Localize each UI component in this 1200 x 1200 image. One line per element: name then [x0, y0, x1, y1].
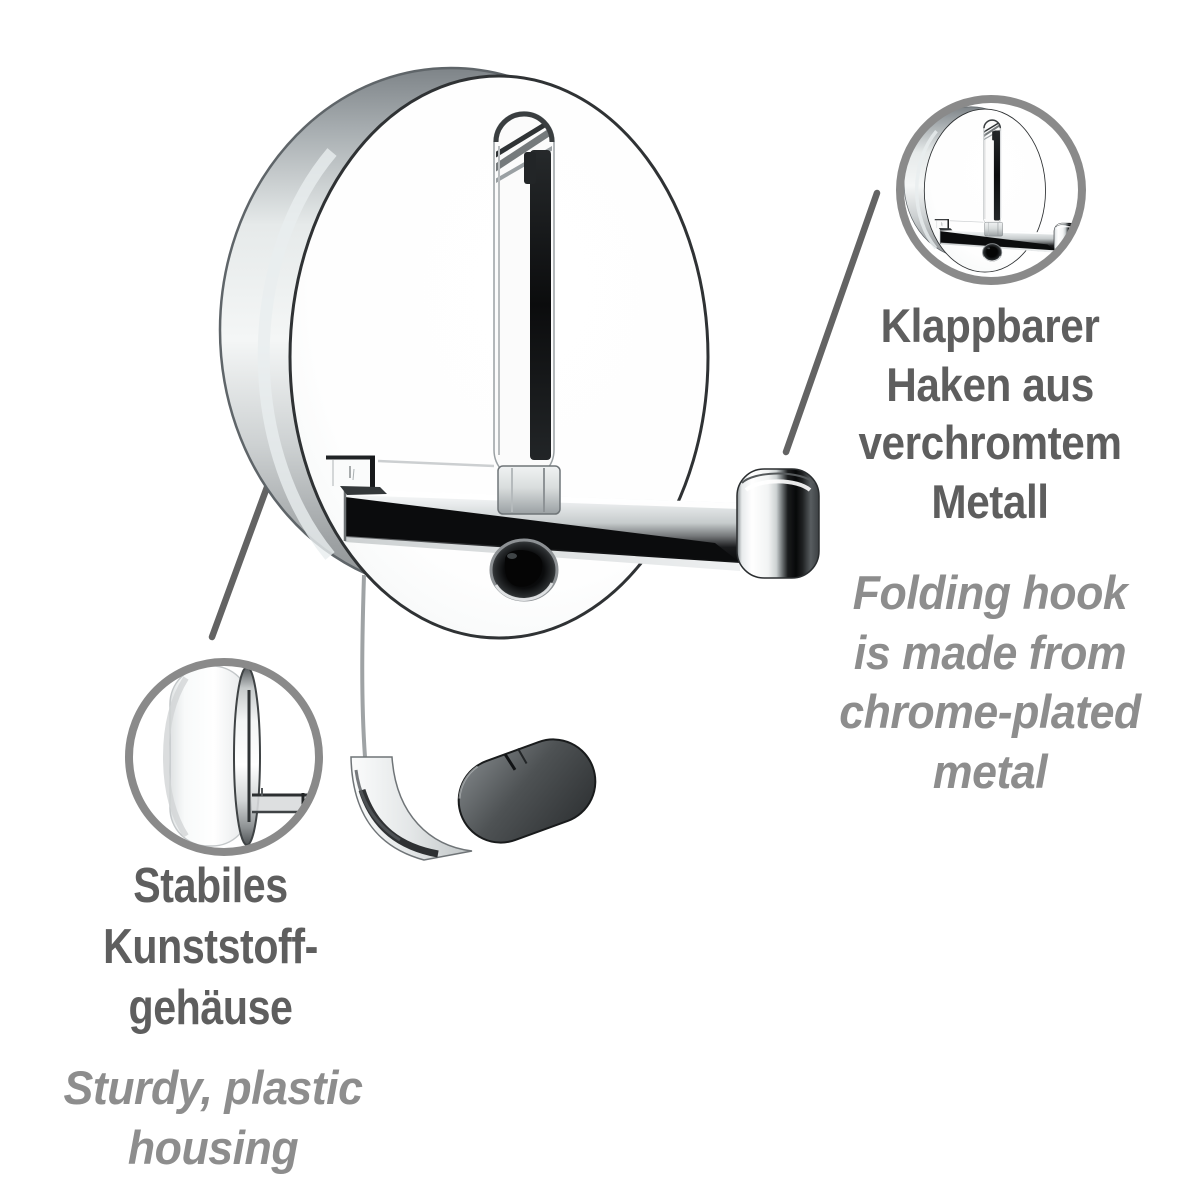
- callout-housing-subheading-en: Sturdy, plastic housing: [30, 1058, 397, 1178]
- subheading-line: chrome-plated: [839, 685, 1141, 738]
- heading-line: Stabiles: [133, 859, 288, 913]
- subheading-line: is made from: [853, 625, 1127, 679]
- leader-line-housing: [208, 475, 274, 641]
- heading-line: gehäuse: [128, 981, 293, 1035]
- leader-line-hook: [782, 189, 881, 456]
- subheading-line: Folding hook: [852, 566, 1128, 619]
- detail-inset-hook-view: [896, 95, 1086, 285]
- hanging-hook: [350, 574, 597, 861]
- heading-line: Metall: [931, 474, 1049, 528]
- heading-line: Klappbarer: [880, 299, 1100, 352]
- callout-housing-heading-de: Stabiles Kunststoff- gehäuse: [61, 856, 359, 1039]
- callout-hook-subheading-en: Folding hook is made from chrome-plated …: [800, 563, 1180, 801]
- callout-hook-heading-de: Klappbarer Haken aus verchromtem Metall: [815, 297, 1166, 531]
- heading-line: Kunststoff-: [103, 920, 318, 974]
- detail-ring-housing: [125, 658, 323, 856]
- detail-ring-hook: [896, 95, 1086, 285]
- detail-inset-housing-view: [125, 658, 323, 856]
- subheading-line: housing: [127, 1121, 299, 1174]
- heading-line: Haken aus: [886, 357, 1094, 411]
- subheading-line: metal: [932, 744, 1048, 798]
- subheading-line: Sturdy, plastic: [63, 1061, 363, 1114]
- heading-line: verchromtem: [858, 416, 1122, 469]
- wall-hook-product: [220, 68, 819, 638]
